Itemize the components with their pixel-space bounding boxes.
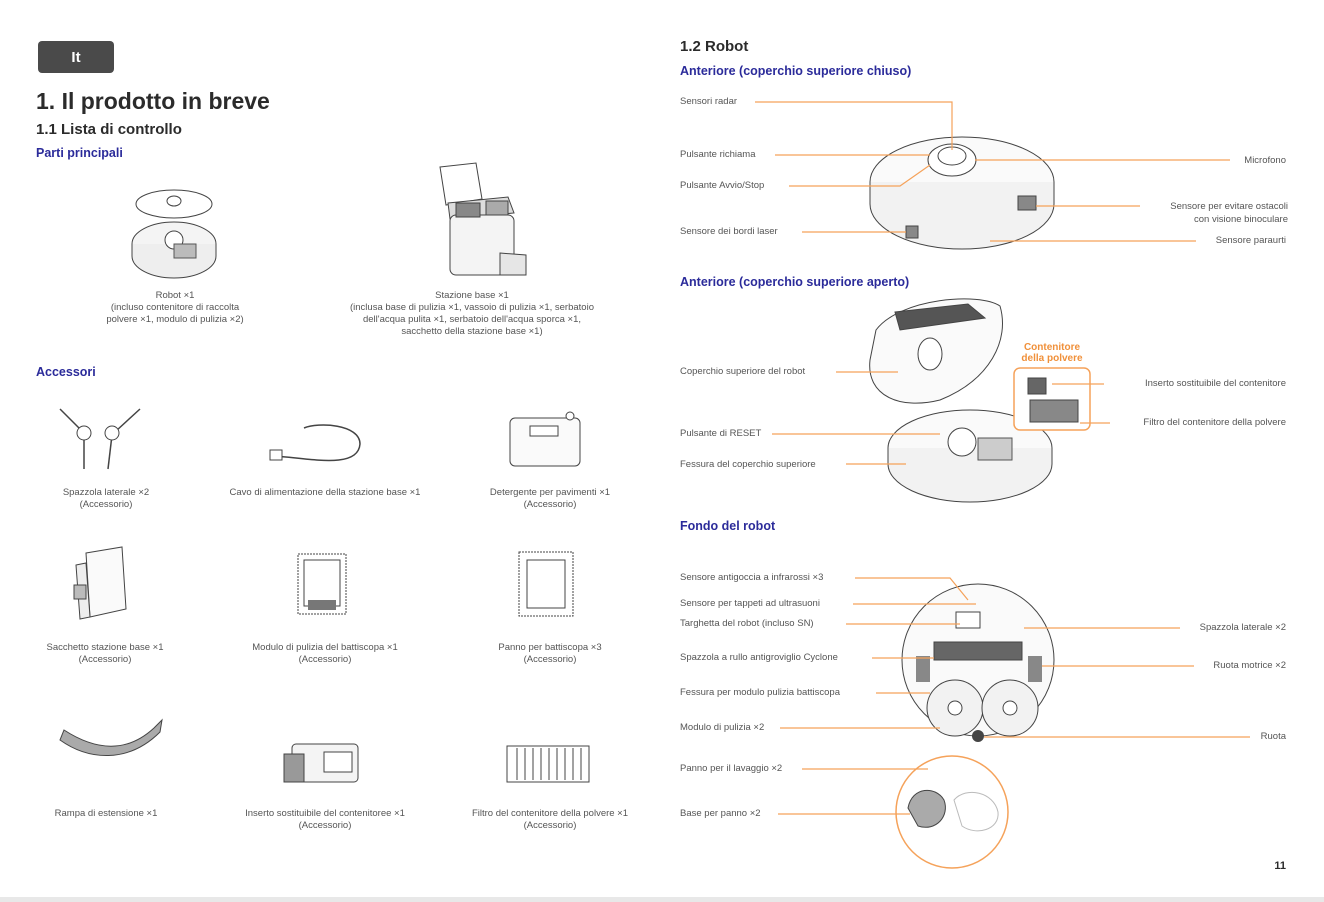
station-caption-line: dell'acqua pulita ×1, serbatoio dell'acq…	[362, 314, 582, 325]
robot-caption-line: (incluso contenitore di raccolta	[110, 302, 240, 313]
accessory-name: Modulo di pulizia del battiscopa ×1	[252, 642, 398, 653]
side-brush-illustration	[59, 408, 141, 470]
accessories-heading: Accessori	[36, 365, 96, 379]
label-carpet-sensor: Sensore per tappeti ad ultrasuoni	[680, 598, 820, 609]
bottom-heading: Fondo del robot	[680, 519, 776, 533]
accessory-note: (Accessorio)	[523, 654, 577, 665]
accessory-power-cable: Cavo di alimentazione della stazione bas…	[205, 487, 445, 499]
extension-ramp-illustration	[59, 718, 163, 756]
accessory-skirting-cloth: Panno per battiscopa ×3 (Accessorio)	[470, 642, 630, 666]
accessory-name: Panno per battiscopa ×3	[498, 642, 602, 653]
base-station-illustration	[439, 162, 527, 276]
dust-filter-illustration	[506, 745, 590, 783]
station-caption: Stazione base ×1 (inclusa base di pulizi…	[322, 290, 622, 338]
label-recall-button: Pulsante richiama	[680, 149, 756, 160]
accessory-name: Cavo di alimentazione della stazione bas…	[229, 487, 421, 498]
label-side-brush: Spazzola laterale ×2	[1199, 622, 1286, 633]
station-caption-line: sacchetto della stazione base ×1)	[401, 326, 543, 337]
label-dustbin-insert: Inserto sostituibile del contenitore	[1145, 378, 1286, 389]
label-wash-cloth: Panno per il lavaggio ×2	[680, 763, 783, 774]
label-microphone: Microfono	[1244, 155, 1286, 166]
label-caster-wheel: Ruota	[1260, 731, 1286, 742]
label-nameplate: Targhetta del robot (incluso SN)	[680, 618, 814, 629]
accessory-dust-filter: Filtro del contenitore della polvere ×1 …	[455, 808, 645, 832]
accessory-floor-cleaner: Detergente per pavimenti ×1 (Accessorio)	[470, 487, 630, 511]
accessory-note: (Accessorio)	[523, 499, 577, 510]
accessory-name: Spazzola laterale ×2	[62, 487, 150, 498]
front-open-heading: Anteriore (coperchio superiore aperto)	[680, 275, 910, 289]
robot-caption-line: Robot ×1	[155, 290, 195, 301]
label-dustbin: Contenitore della polvere	[1010, 342, 1094, 364]
label-cloth-base: Base per panno ×2	[680, 808, 761, 819]
robot-caption: Robot ×1 (incluso contenitore di raccolt…	[70, 290, 280, 326]
main-parts-heading: Parti principali	[36, 146, 123, 160]
floor-cleaner-illustration	[509, 411, 581, 467]
station-caption-line: (inclusa base di pulizia ×1, vassoio di …	[350, 302, 594, 313]
label-binocular-line: con visione binoculare	[1193, 214, 1288, 225]
accessory-name: Sacchetto stazione base ×1	[46, 642, 164, 653]
label-skirting-slot: Fessura per modulo pulizia battiscopa	[680, 687, 841, 698]
accessory-note: (Accessorio)	[78, 654, 132, 665]
front-closed-heading: Anteriore (coperchio superiore chiuso)	[680, 64, 912, 78]
accessory-note: (Accessorio)	[523, 820, 577, 831]
label-dustbin-line: della polvere	[1021, 353, 1083, 364]
dust-bag-illustration	[73, 546, 127, 620]
label-binocular-sensor: Sensore per evitare ostacoli con visione…	[1170, 200, 1288, 226]
accessory-name: Rampa di estensione ×1	[54, 808, 158, 819]
accessory-note: (Accessorio)	[298, 820, 352, 831]
label-mop-module: Modulo di pulizia ×2	[680, 722, 765, 733]
dustbin-insert-illustration	[283, 743, 359, 783]
accessory-dust-bag: Sacchetto stazione base ×1 (Accessorio)	[30, 642, 180, 666]
accessory-name: Inserto sostituibile del contenitoree ×1	[245, 808, 405, 819]
robot-illustration	[131, 189, 217, 279]
language-tag: It	[38, 41, 114, 73]
label-roller-brush: Spazzola a rullo antigroviglio Cyclone	[680, 652, 838, 663]
label-radar: Sensori radar	[680, 96, 738, 107]
label-top-cover: Coperchio superiore del robot	[680, 366, 806, 377]
label-laser-edge-sensor: Sensore dei bordi laser	[680, 226, 778, 237]
section-heading-checklist: 1.1 Lista di controllo	[36, 121, 182, 138]
accessory-ramp: Rampa di estensione ×1	[36, 808, 176, 820]
accessory-note: (Accessorio)	[79, 499, 133, 510]
accessory-side-brush: Spazzola laterale ×2 (Accessorio)	[36, 487, 176, 511]
bottom-divider	[0, 897, 1324, 902]
label-binocular-line: Sensore per evitare ostacoli	[1170, 201, 1288, 212]
accessory-note: (Accessorio)	[298, 654, 352, 665]
accessory-name: Detergente per pavimenti ×1	[489, 487, 611, 498]
label-dustbin-line: Contenitore	[1023, 342, 1081, 353]
page-number: 11	[1274, 860, 1286, 872]
label-reset-button: Pulsante di RESET	[680, 428, 762, 439]
label-dustbin-filter: Filtro del contenitore della polvere	[1143, 417, 1286, 428]
label-start-stop-button: Pulsante Avvio/Stop	[680, 180, 765, 191]
power-cable-illustration	[269, 424, 361, 462]
accessory-skirting-module: Modulo di pulizia del battiscopa ×1 (Acc…	[230, 642, 420, 666]
station-caption-line: Stazione base ×1	[435, 290, 509, 301]
label-drive-wheel: Ruota motrice ×2	[1213, 660, 1286, 671]
robot-caption-line: polvere ×1, modulo di pulizia ×2)	[106, 314, 244, 325]
page-title: 1. Il prodotto in breve	[36, 88, 270, 114]
accessory-name: Filtro del contenitore della polvere ×1	[471, 808, 629, 819]
skirting-cloth-illustration	[518, 551, 574, 617]
label-cliff-sensor: Sensore antigoccia a infrarossi ×3	[680, 572, 824, 583]
label-bumper-sensor: Sensore paraurti	[1215, 235, 1286, 246]
accessory-dustbin-insert: Inserto sostituibile del contenitoree ×1…	[220, 808, 430, 832]
skirting-module-illustration	[297, 553, 347, 615]
label-cover-slot: Fessura del coperchio superiore	[680, 459, 816, 470]
section-heading-robot: 1.2 Robot	[680, 38, 749, 55]
